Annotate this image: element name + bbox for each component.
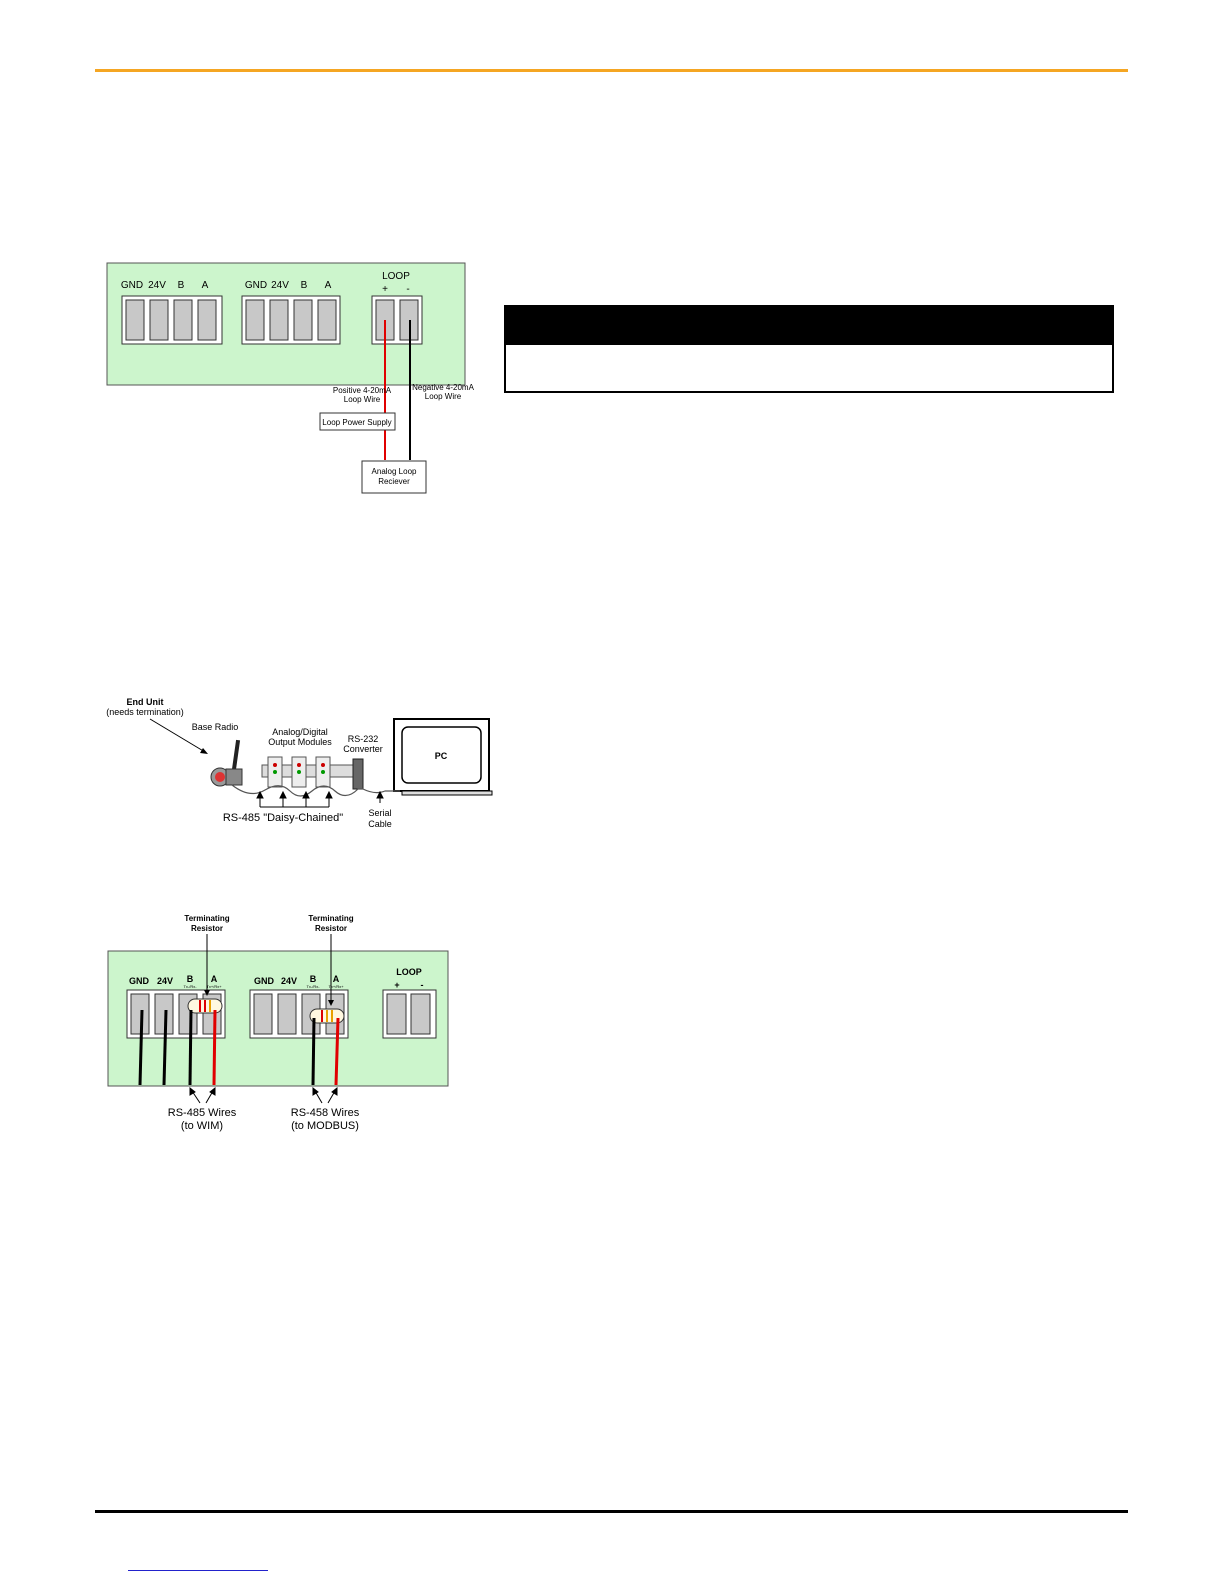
pc-label: PC xyxy=(435,751,448,761)
footer-link-underline[interactable] xyxy=(128,1570,268,1571)
negative-wire-label-1: Negative 4-20mA xyxy=(412,383,474,392)
end-unit-label-2: (needs termination) xyxy=(106,707,184,717)
pc-icon xyxy=(393,718,493,796)
label-gnd: GND xyxy=(129,976,150,986)
label-24v: 24V xyxy=(281,976,297,986)
converter-label-1: RS-232 xyxy=(348,734,379,744)
resistor-1-label-1: Terminating xyxy=(184,914,229,923)
loop-terminal-block: LOOP + - xyxy=(382,967,437,1039)
receiver-label-2: Reciever xyxy=(378,477,410,486)
wire-label-arrows xyxy=(189,1086,338,1104)
daisy-chain-label: RS-485 "Daisy-Chained" xyxy=(223,812,343,824)
end-unit-label-1: End Unit xyxy=(127,697,164,707)
terminal-block-1: GND 24V B Tx-/Rx- A Tx+/Rx+ xyxy=(126,974,226,1039)
resistor-2-label-2: Resistor xyxy=(315,924,347,933)
loop-power-supply-box xyxy=(319,412,396,431)
label-24v: 24V xyxy=(157,976,173,986)
wires-to-modbus xyxy=(311,1017,340,1086)
label-24v: 24V xyxy=(148,280,166,291)
label-a: A xyxy=(333,974,340,984)
label-gnd: GND xyxy=(121,280,143,291)
daisy-chain-arrows xyxy=(256,790,384,808)
wires-to-wim xyxy=(138,1009,217,1086)
base-radio-icon xyxy=(210,739,243,787)
label-a-sub: Tx+/Rx+ xyxy=(328,984,344,989)
terminating-resistor-1 xyxy=(187,998,223,1014)
label-gnd: GND xyxy=(254,976,275,986)
label-a: A xyxy=(325,280,332,291)
system-overview-diagram: End Unit (needs termination) Base Radio … xyxy=(106,697,493,829)
output-modules-icon xyxy=(261,756,363,788)
header-rule xyxy=(95,69,1128,72)
terminating-resistor-diagram: Terminating Resistor Terminating Resisto… xyxy=(107,914,449,1132)
wim-wires-label-1: RS-485 Wires xyxy=(168,1107,237,1119)
positive-wire-label-2: Loop Wire xyxy=(344,395,381,404)
caution-box xyxy=(504,305,1114,393)
resistor-2-label-1: Terminating xyxy=(308,914,353,923)
loop-plus: + xyxy=(394,980,399,990)
label-24v: 24V xyxy=(271,280,289,291)
label-b-sub: Tx-/Rx- xyxy=(306,984,320,989)
loop-wiring-diagram: GND 24V B A GND 24V B A LOOP + - Positiv… xyxy=(106,262,475,494)
loop-minus: - xyxy=(406,284,409,295)
label-b: B xyxy=(187,974,194,984)
terminal-block-1: GND 24V B A xyxy=(121,280,223,345)
label-b: B xyxy=(301,280,308,291)
analog-loop-receiver-box xyxy=(361,460,427,494)
positive-wire-label-1: Positive 4-20mA xyxy=(333,386,392,395)
serial-cable-label-2: Cable xyxy=(368,819,392,829)
converter-label-2: Converter xyxy=(343,744,383,754)
resistor-1-label-2: Resistor xyxy=(191,924,223,933)
serial-cable-label-1: Serial xyxy=(368,808,391,818)
label-b: B xyxy=(178,280,185,291)
wim-wires-label-2: (to WIM) xyxy=(181,1120,223,1132)
label-b-sub: Tx-/Rx- xyxy=(183,984,197,989)
terminating-resistor-2 xyxy=(309,1008,345,1024)
loop-label: LOOP xyxy=(382,271,410,282)
label-b: B xyxy=(310,974,317,984)
end-unit-arrow xyxy=(149,718,206,753)
modbus-wires-label-1: RS-458 Wires xyxy=(291,1107,360,1119)
modbus-wires-label-2: (to MODBUS) xyxy=(291,1120,359,1132)
caution-header-bar xyxy=(506,307,1112,345)
daisy-chain-cable xyxy=(231,784,400,797)
rs232-converter-icon xyxy=(352,758,364,790)
loop-power-supply-label: Loop Power Supply xyxy=(322,418,391,427)
modules-label-2: Output Modules xyxy=(268,737,332,747)
label-a: A xyxy=(211,974,218,984)
footer-rule xyxy=(95,1510,1128,1513)
label-gnd: GND xyxy=(245,280,267,291)
negative-wire-label-2: Loop Wire xyxy=(425,392,462,401)
modules-label-1: Analog/Digital xyxy=(272,727,328,737)
loop-minus: - xyxy=(421,980,424,990)
terminal-block-2: GND 24V B A xyxy=(241,280,341,345)
loop-plus: + xyxy=(382,284,388,295)
label-a-sub: Tx+/Rx+ xyxy=(206,984,222,989)
receiver-label-1: Analog Loop xyxy=(372,467,417,476)
base-radio-label: Base Radio xyxy=(192,722,239,732)
label-a: A xyxy=(202,280,209,291)
loop-label: LOOP xyxy=(396,967,422,977)
